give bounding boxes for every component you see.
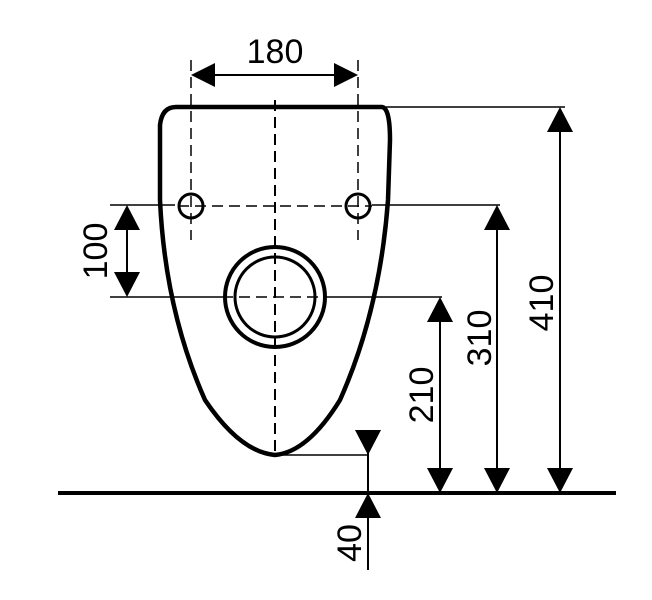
dim-180-label: 180 (247, 33, 304, 71)
dim-40-label: 40 (331, 524, 369, 562)
dim-180: 180 (191, 33, 358, 87)
outlet-opening (223, 245, 327, 349)
dim-410-label: 410 (523, 275, 561, 332)
bowl-outline (157, 104, 393, 458)
dim-210: 210 (403, 297, 453, 493)
dim-310: 310 (461, 205, 510, 493)
dim-100-label: 100 (77, 223, 115, 280)
left-fixing-hole (177, 192, 205, 220)
dim-410: 410 (523, 107, 573, 493)
dim-310-label: 310 (461, 310, 499, 367)
dim-40: 40 (278, 430, 381, 570)
dim-210-label: 210 (403, 367, 441, 424)
dim-100: 100 (77, 205, 140, 297)
right-fixing-hole (344, 192, 372, 220)
